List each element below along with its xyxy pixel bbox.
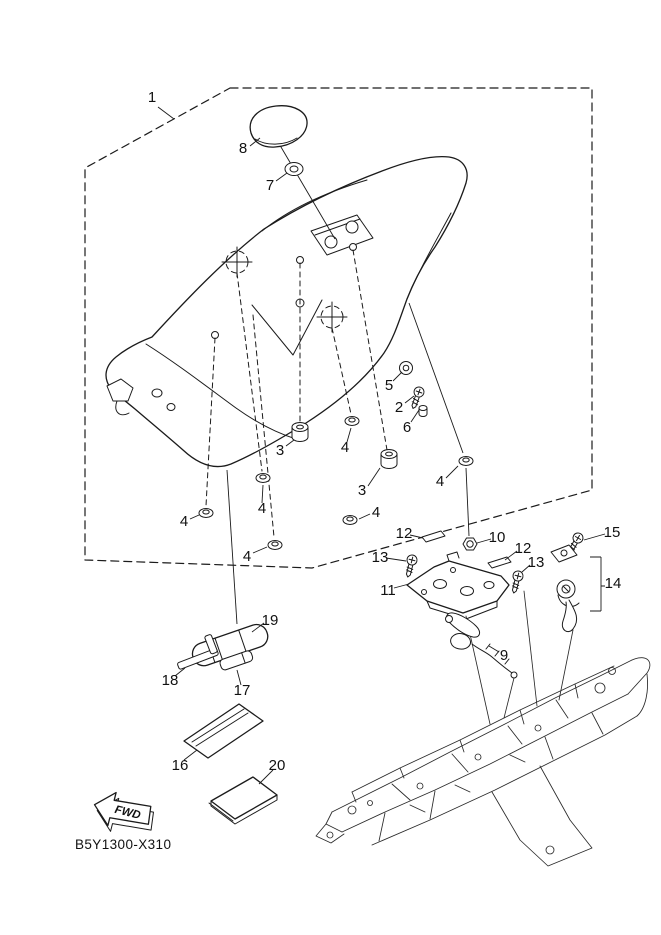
seat-rear-plate bbox=[310, 214, 374, 256]
callout-leader-lines bbox=[157, 106, 606, 785]
frame-sketch bbox=[315, 657, 651, 867]
callout-8: 8 bbox=[239, 140, 247, 157]
grommet-part-4c bbox=[255, 473, 271, 483]
collar-part-6 bbox=[418, 405, 428, 417]
callout-2: 2 bbox=[395, 399, 403, 416]
callout-9: 9 bbox=[500, 647, 508, 664]
callout-4c: 4 bbox=[258, 500, 266, 517]
callout-4b: 4 bbox=[436, 473, 444, 490]
bolt-part-2 bbox=[411, 386, 425, 409]
lock-cable-part-9 bbox=[445, 612, 518, 679]
seat-tail-seam bbox=[261, 179, 368, 232]
callout-1: 1 bbox=[148, 89, 156, 106]
callout-17: 17 bbox=[234, 682, 251, 699]
damper-part-3b bbox=[380, 449, 398, 469]
grommet-part-4f bbox=[267, 540, 283, 550]
fwd-arrow: FWD bbox=[93, 791, 154, 832]
callout-5: 5 bbox=[385, 377, 393, 394]
tool-part-17 bbox=[219, 650, 254, 671]
hex-wrench-part-18 bbox=[177, 634, 219, 670]
callout-18: 18 bbox=[162, 672, 179, 689]
clip-part-12b bbox=[487, 556, 512, 569]
callout-4e: 4 bbox=[372, 504, 380, 521]
callout-7: 7 bbox=[266, 177, 274, 194]
screw-part-13a bbox=[402, 553, 419, 579]
seat-drawing bbox=[105, 155, 468, 468]
diagram-code: B5Y1300-X310 bbox=[75, 837, 171, 852]
bracket-part-11 bbox=[406, 551, 510, 620]
grommet-part-4e bbox=[342, 515, 358, 525]
callout-11: 11 bbox=[380, 582, 396, 599]
grommet-part-4d bbox=[198, 508, 214, 518]
callout-numbers: 1 8 7 5 2 6 3 4 3 4 4 4 4 4 12 10 12 15 … bbox=[148, 89, 622, 774]
callout-4f: 4 bbox=[243, 548, 251, 565]
callout-19: 19 bbox=[262, 612, 279, 629]
clip-part-12a bbox=[421, 530, 446, 543]
seat-outline bbox=[105, 155, 468, 468]
lock-bracket-assembly bbox=[402, 530, 605, 725]
callout-12a: 12 bbox=[396, 525, 413, 542]
document-pouch-part-16 bbox=[183, 703, 264, 759]
callout-14: 14 bbox=[605, 575, 622, 592]
callout-3a: 3 bbox=[276, 442, 284, 459]
screw-part-13b bbox=[508, 569, 525, 595]
callout-13b: 13 bbox=[528, 554, 545, 571]
nut-part-10 bbox=[462, 537, 478, 551]
owners-manual-part-20 bbox=[208, 776, 278, 825]
grommet-part-4a bbox=[344, 416, 360, 426]
washer-part-5 bbox=[399, 361, 413, 375]
grommet-part-4b bbox=[458, 456, 474, 466]
seat-stitch-crease bbox=[251, 299, 323, 356]
construction-lines bbox=[205, 129, 470, 625]
seat-lock-part-14 bbox=[550, 544, 605, 633]
callout-15: 15 bbox=[604, 524, 621, 541]
seat-tail-underside bbox=[406, 212, 452, 300]
callout-20: 20 bbox=[269, 757, 286, 774]
callout-4d: 4 bbox=[180, 513, 188, 530]
damper-part-3a bbox=[291, 422, 309, 442]
washer-part-7 bbox=[284, 162, 304, 176]
cowl-pad-part bbox=[249, 105, 308, 148]
callout-10: 10 bbox=[489, 529, 506, 546]
callout-6: 6 bbox=[403, 419, 411, 436]
boundary-box bbox=[84, 87, 593, 569]
callout-13a: 13 bbox=[372, 549, 389, 566]
callout-4a: 4 bbox=[341, 439, 349, 456]
tool-kit-group bbox=[177, 623, 278, 825]
callout-16: 16 bbox=[172, 757, 189, 774]
seat-side-seam bbox=[145, 343, 297, 440]
callout-3b: 3 bbox=[358, 482, 366, 499]
callout-12b: 12 bbox=[515, 540, 532, 557]
seat-nose-bracket bbox=[106, 378, 176, 416]
